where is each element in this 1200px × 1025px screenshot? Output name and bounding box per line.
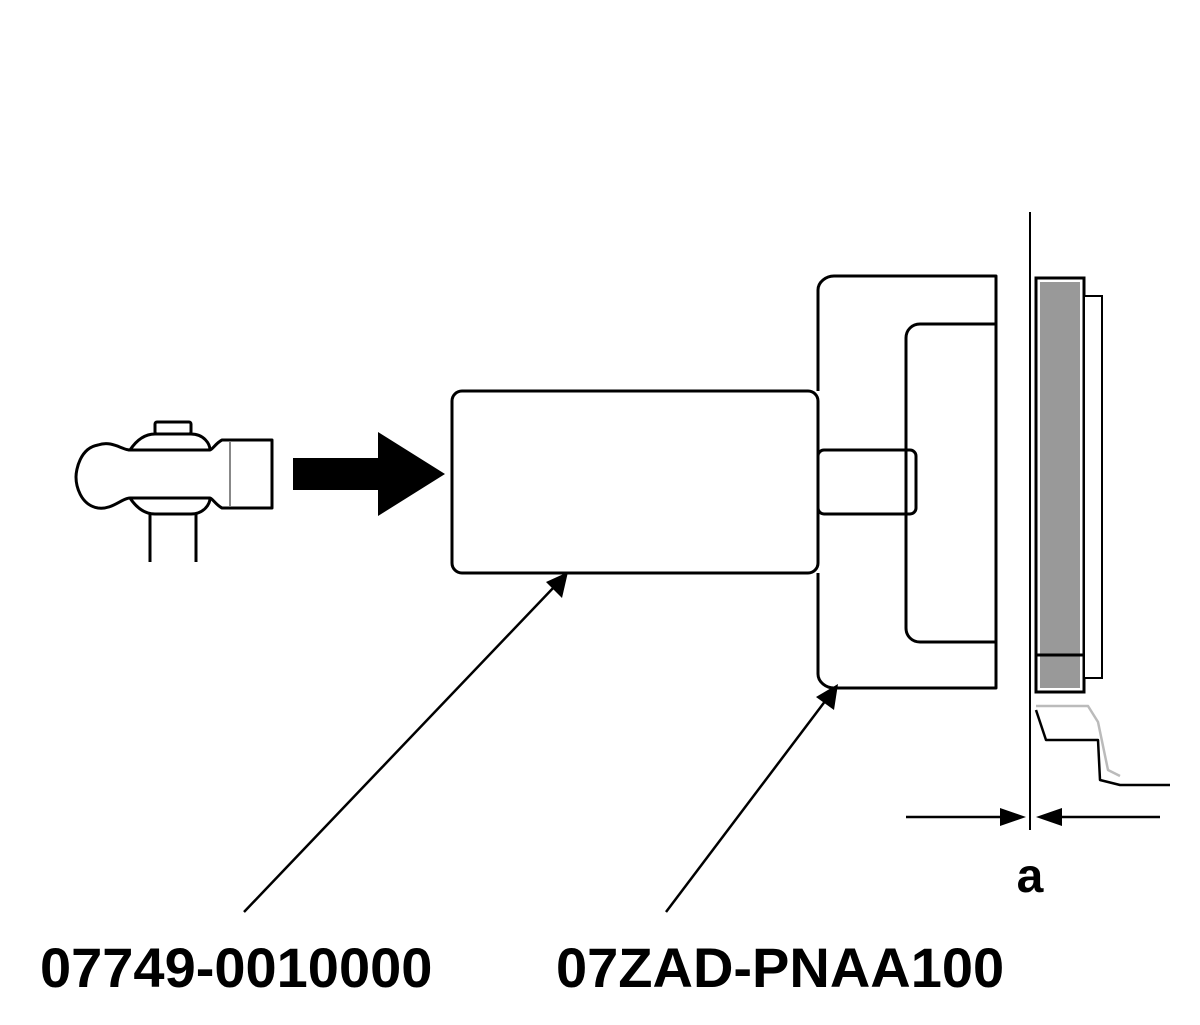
attachment-body	[816, 274, 998, 690]
leader-lines	[243, 572, 838, 913]
housing-profile	[1034, 704, 1170, 787]
dimension-a-arrows	[906, 808, 1160, 826]
attachment-part-number-label: 07ZAD-PNAA100	[556, 936, 1004, 999]
seal-part	[1034, 276, 1103, 694]
driver-part-number-label: 07749-0010000	[40, 936, 432, 999]
arrow-right-icon	[293, 432, 445, 516]
driver-body	[450, 389, 820, 575]
dimension-a-label: a	[1017, 850, 1044, 903]
hammer-icon	[74, 420, 274, 562]
